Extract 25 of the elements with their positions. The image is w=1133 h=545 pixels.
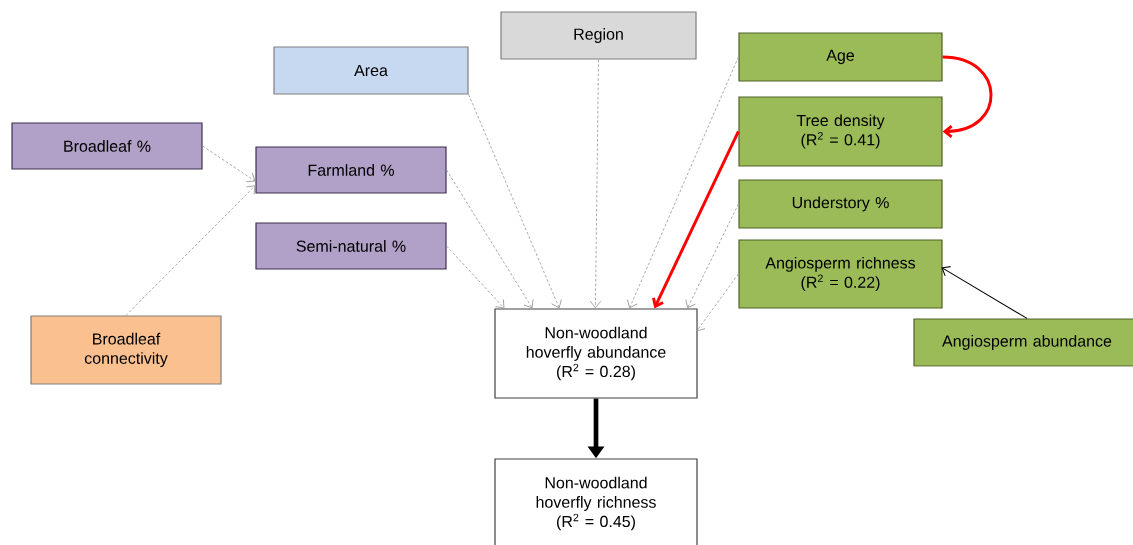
arrow xyxy=(941,266,1028,319)
arrow xyxy=(685,203,739,309)
box: Tree density (R$^{2}$ = 0.41) xyxy=(738,96,943,167)
box: Angiosperm richness (R$^{2}$ = 0.22) xyxy=(738,239,943,309)
box: Understory % xyxy=(738,179,943,229)
box: Age xyxy=(738,32,943,82)
arrow xyxy=(202,145,256,183)
box: Farmland % xyxy=(255,146,447,194)
box: Non-woodland hoverfly abundance (R$^{2}$ = 0.28) xyxy=(494,308,698,399)
box: Angiosperm abundance xyxy=(913,318,1133,367)
arrow xyxy=(652,130,740,309)
arrow xyxy=(125,185,256,316)
box: Area xyxy=(273,46,469,95)
box: Broadleaf % xyxy=(11,122,203,170)
arrow xyxy=(446,169,534,309)
arrow xyxy=(468,94,562,309)
box: Non-woodland hoverfly richness (R$^{2}$ = 0.45) xyxy=(494,458,698,545)
arrow xyxy=(696,273,739,332)
box: Region xyxy=(500,11,697,60)
arrow xyxy=(942,55,993,138)
arrow xyxy=(589,59,602,309)
box: Broadleaf connectivity xyxy=(30,315,222,385)
arrow xyxy=(446,245,505,309)
arrow xyxy=(627,56,739,309)
box: Semi-natural % xyxy=(255,222,447,270)
